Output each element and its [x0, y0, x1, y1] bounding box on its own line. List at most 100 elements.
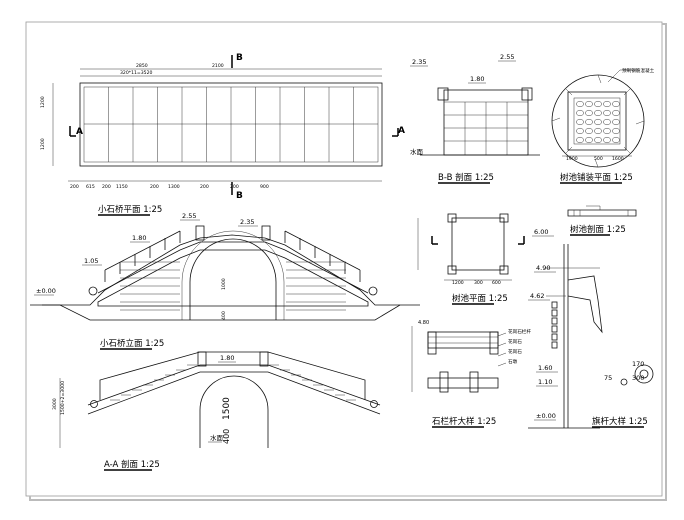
tree-section-view: 树池剖面 1:25 — [567, 205, 637, 236]
bb-level-2: 2.55 — [500, 53, 514, 61]
plan-dim-bottom: 1150 — [116, 184, 128, 190]
paving-stone — [594, 127, 602, 135]
paving-stone — [585, 109, 593, 117]
flag-chain-link — [551, 301, 558, 309]
flagpole-level-label: 4.62 — [530, 292, 544, 300]
tree-paving-dim-2: 500 — [594, 156, 603, 162]
paving-stone — [612, 136, 620, 144]
aa-dim-3000: 3000 — [52, 398, 58, 410]
railing-note: 花岗石 — [508, 348, 522, 355]
paving-stone — [576, 136, 584, 144]
aa-level: 1.80 — [220, 354, 234, 362]
railing-note: 花岗石栏杆 — [508, 328, 531, 335]
plan-dim-top-right: 2100 — [212, 63, 224, 69]
flagpole-level-label: 1.60 — [538, 364, 552, 372]
paving-stone — [594, 109, 602, 117]
sheet-shadow — [29, 23, 667, 501]
flag-chain-link — [551, 333, 558, 341]
tree-paving-title: 树池铺装平面 1:25 — [560, 172, 633, 183]
paving-stone — [612, 118, 620, 126]
section-marker-a-left: A — [76, 127, 83, 137]
plan-dim-bottom: 615 — [86, 184, 95, 190]
elevation-view: 2.552.351.801.05±0.00 1000 400 小石桥立面 1:2… — [30, 212, 420, 350]
paving-stone — [576, 109, 584, 117]
section-marker-b-bottom: B — [236, 191, 243, 201]
paving-stone — [594, 100, 602, 108]
paving-stone — [603, 109, 611, 117]
tree-paving-dim-1: 1900 — [566, 156, 578, 162]
paving-stone — [594, 136, 602, 144]
section-aa-view: 3000 1500+2=3000 1500 400 水面 1.80 A-A 剖面… — [52, 351, 381, 471]
tree-plan-dim-3: 600 — [492, 280, 501, 286]
plan-dim-formula: 320*11=3520 — [120, 70, 153, 76]
elevation-level-label: 1.80 — [132, 234, 146, 242]
plan-dim-bottom: 1300 — [168, 184, 180, 190]
plan-dim-bottom: 900 — [260, 184, 269, 190]
flag-chain-link — [551, 309, 558, 317]
paving-stone — [603, 136, 611, 144]
tree-plan-title: 树池平面 1:25 — [452, 293, 508, 304]
paving-stone — [576, 100, 584, 108]
section-aa-title: A-A 剖面 1:25 — [104, 459, 160, 470]
section-bb-view: 2.35 2.55 1.80 水面 A B-B 剖面 1:25 — [392, 53, 540, 184]
paving-stone — [603, 127, 611, 135]
tree-paving-note: 预制钢筋混凝土 — [622, 67, 655, 74]
railing-note-leader — [497, 342, 507, 347]
plan-dim-bottom: 200 — [150, 184, 159, 190]
paving-stone — [576, 127, 584, 135]
flagpole-level-label: 4.90 — [536, 264, 550, 272]
elev-dim-1: 1000 — [221, 278, 227, 290]
tree-plan-dim-2: 300 — [474, 280, 483, 286]
railing-level: 4.80 — [418, 320, 429, 326]
railing-note: 石墩 — [508, 358, 518, 365]
railing-title: 石栏杆大样 1:25 — [432, 416, 496, 427]
flag-chain-link — [551, 341, 558, 349]
elevation-title: 小石桥立面 1:25 — [100, 338, 164, 349]
plan-dim-bottom: 200 — [70, 184, 79, 190]
flag-chain-link — [551, 317, 558, 325]
paving-stone — [585, 127, 593, 135]
bb-level-3: 1.80 — [470, 75, 484, 83]
aa-water-label: 水面 — [210, 433, 224, 442]
tree-plan-dim-1: 1200 — [452, 280, 464, 286]
aa-dim-formula: 1500+2=3000 — [60, 381, 66, 415]
plan-dim-left-2: 1200 — [40, 138, 46, 150]
elevation-level-label: 1.05 — [84, 257, 98, 265]
railing-note-leader — [497, 362, 507, 367]
flagpole-circle-label-1: 170 — [632, 360, 644, 368]
paving-stone — [603, 100, 611, 108]
railing-note-leader — [497, 332, 507, 337]
paving-stone — [603, 118, 611, 126]
tree-paving-view: 1900 500 1600 预制钢筋混凝土 树池铺装平面 1:25 — [551, 67, 655, 184]
plan-dim-top-left: 2850 — [136, 63, 148, 69]
aa-dim-1500: 1500 — [222, 397, 232, 420]
plan-dim-left-1: 1200 — [40, 96, 46, 108]
elevation-level-label: ±0.00 — [36, 287, 56, 295]
paving-stone — [594, 118, 602, 126]
flagpole-circle-label-2: 300 — [632, 374, 644, 382]
flagpole-title: 旗杆大样 1:25 — [592, 416, 648, 427]
railing-note-leader — [497, 352, 507, 357]
tree-plan-view: 1200 300 600 树池平面 1:25 — [417, 213, 525, 305]
paving-stone — [612, 127, 620, 135]
sheet-border — [25, 21, 663, 497]
paving-stone — [585, 136, 593, 144]
flagpole-detail-view: 6.004.904.621.601.10±0.00 170 300 75 旗杆大… — [528, 228, 654, 429]
railing-note: 花岗石 — [508, 338, 522, 345]
plan-view: 2850 2100 320*11=3520 200 615 200 1150 200 13… — [40, 53, 383, 216]
elevation-level-label: 2.55 — [182, 212, 196, 220]
flag-chain-link — [551, 325, 558, 333]
bb-water-label: 水面 — [410, 147, 424, 156]
flagpole-level-label: 6.00 — [534, 228, 548, 236]
aa-dim-400: 400 — [222, 429, 231, 444]
section-marker-a-right: A — [398, 126, 405, 136]
paving-stone — [585, 118, 593, 126]
plan-title: 小石桥平面 1:25 — [98, 204, 162, 215]
bb-level-1: 2.35 — [412, 58, 426, 66]
section-bb-title: B-B 剖面 1:25 — [438, 172, 494, 183]
plan-dim-bottom: 200 — [102, 184, 111, 190]
flagpole-level-label: ±0.00 — [536, 412, 556, 420]
paving-stone — [585, 100, 593, 108]
